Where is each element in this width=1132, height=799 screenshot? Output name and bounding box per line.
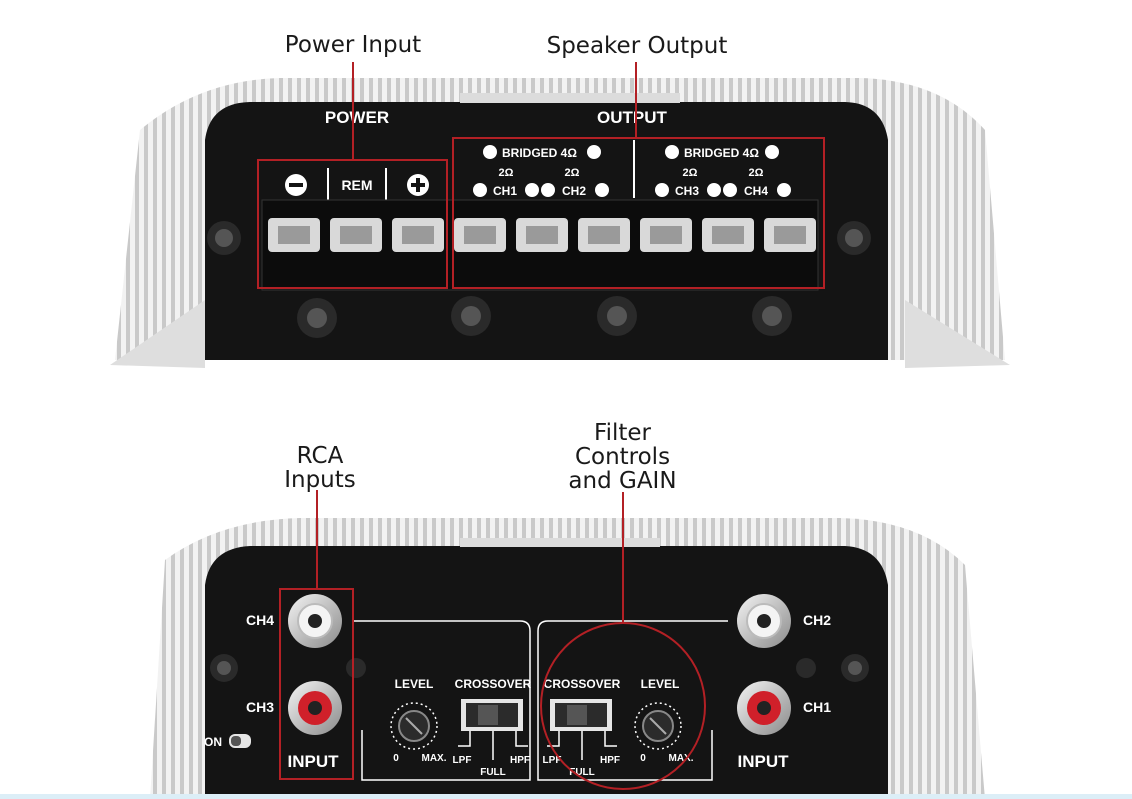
crossover-switch-left[interactable] bbox=[461, 699, 523, 731]
bridged-label-left: BRIDGED 4Ω bbox=[483, 145, 601, 160]
input-label-right: INPUT bbox=[738, 752, 790, 771]
ohm-label: 2Ω bbox=[499, 167, 514, 179]
rem-label: REM bbox=[341, 177, 372, 193]
ch2-input-label: CH2 bbox=[803, 612, 831, 628]
hpf-label-left: HPF bbox=[510, 755, 530, 766]
ohm-label: 2Ω bbox=[749, 167, 764, 179]
speaker-output-text: Speaker Output bbox=[546, 33, 728, 59]
filter-controls-callout: Filter Controls and GAIN bbox=[540, 421, 705, 493]
level-label-right: LEVEL bbox=[641, 677, 680, 691]
ohm-label: 2Ω bbox=[683, 167, 698, 179]
output-label: OUTPUT bbox=[597, 108, 668, 127]
bottom-panel bbox=[205, 546, 888, 799]
rca-inputs-line2: Inputs bbox=[284, 467, 356, 493]
on-label: ON bbox=[204, 735, 222, 749]
ch3-label: CH3 bbox=[675, 184, 699, 198]
level-min-right: 0 bbox=[640, 753, 646, 764]
level-max-right: MAX. bbox=[669, 753, 694, 764]
rca-jack-ch3[interactable] bbox=[288, 681, 342, 735]
crossover-label-right: CROSSOVER bbox=[544, 677, 621, 691]
svg-text:BRIDGED 4Ω: BRIDGED 4Ω bbox=[502, 146, 577, 160]
filter-line2: Controls bbox=[574, 444, 671, 470]
lpf-label-right: LPF bbox=[543, 755, 562, 766]
rca-jack-ch4[interactable] bbox=[288, 594, 342, 648]
level-knob-left[interactable] bbox=[390, 702, 438, 750]
rca-jack-ch2[interactable] bbox=[737, 594, 791, 648]
top-amplifier: POWER OUTPUT REM BRIDGED 4Ω BRIDGED 4Ω 2… bbox=[110, 62, 1010, 368]
terminals bbox=[268, 218, 816, 252]
output-highlight-box bbox=[452, 137, 825, 289]
level-max-left: MAX. bbox=[422, 753, 447, 764]
rca-inputs-line1: RCA bbox=[296, 443, 344, 469]
bridged-label-right: BRIDGED 4Ω bbox=[665, 145, 779, 160]
power-input-callout: Power Input bbox=[253, 33, 453, 57]
bottom-edge bbox=[0, 794, 1132, 799]
ch4-input-label: CH4 bbox=[246, 612, 274, 628]
ch4-label: CH4 bbox=[744, 184, 768, 198]
level-min-left: 0 bbox=[393, 753, 399, 764]
ch3-input-label: CH3 bbox=[246, 699, 274, 715]
ohm-label: 2Ω bbox=[565, 167, 580, 179]
filter-line3: and GAIN bbox=[568, 468, 677, 494]
power-label: POWER bbox=[325, 108, 389, 127]
crossover-switch-right[interactable] bbox=[550, 699, 612, 731]
level-label-left: LEVEL bbox=[395, 677, 434, 691]
level-knob-right[interactable] bbox=[634, 702, 682, 750]
full-label-left: FULL bbox=[480, 767, 506, 778]
power-input-text: Power Input bbox=[284, 32, 422, 58]
rca-inputs-callout: RCA Inputs bbox=[255, 444, 385, 492]
ch1-label: CH1 bbox=[493, 184, 517, 198]
filter-line1: Filter bbox=[594, 420, 651, 446]
crossover-label-left: CROSSOVER bbox=[455, 677, 532, 691]
rca-jack-ch1[interactable] bbox=[737, 681, 791, 735]
speaker-output-callout: Speaker Output bbox=[512, 34, 762, 58]
full-label-right: FULL bbox=[569, 767, 595, 778]
screws-top bbox=[207, 221, 871, 338]
input-label-left: INPUT bbox=[288, 752, 340, 771]
ch2-label: CH2 bbox=[562, 184, 586, 198]
lpf-label-left: LPF bbox=[453, 755, 472, 766]
svg-text:BRIDGED 4Ω: BRIDGED 4Ω bbox=[684, 146, 759, 160]
ch1-input-label: CH1 bbox=[803, 699, 831, 715]
bottom-amplifier: CH4 CH3 CH2 CH1 INPUT INPUT ON LE bbox=[150, 490, 985, 799]
hpf-label-right: HPF bbox=[600, 755, 620, 766]
